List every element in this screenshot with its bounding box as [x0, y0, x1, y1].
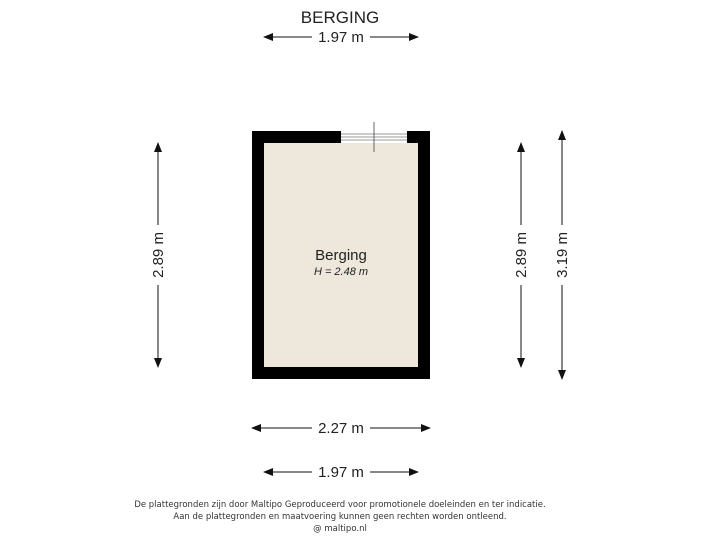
disclaimer-line-2: Aan de plattegronden en maatvoering kunn… [173, 512, 507, 522]
bottom-outer-width-label: 2.27 m [318, 420, 364, 437]
dimension-bottom-outer-width: 2.27 m [251, 420, 431, 437]
room-height: H = 2.48 m [314, 266, 368, 278]
bottom-width-label: 1.97 m [318, 464, 364, 481]
dimension-right-outer-depth: 3.19 m [554, 130, 571, 380]
dimension-bottom-width: 1.97 m [263, 464, 419, 481]
room-floor [264, 143, 418, 367]
room-name: Berging [315, 247, 367, 264]
disclaimer-link: @ maltipo.nl [313, 524, 367, 534]
right-outer-depth-label: 3.19 m [554, 232, 571, 278]
dimension-right-depth: 2.89 m [513, 142, 530, 368]
disclaimer-line-1: De plattegronden zijn door Maltipo Gepro… [134, 500, 546, 510]
plan-title: BERGING [301, 8, 379, 27]
right-depth-label: 2.89 m [513, 232, 530, 278]
top-width-label: 1.97 m [318, 29, 364, 46]
dimension-top-width: 1.97 m [263, 29, 419, 46]
left-depth-label: 2.89 m [150, 232, 167, 278]
door-opening [341, 122, 407, 152]
dimension-left-depth: 2.89 m [150, 142, 167, 368]
